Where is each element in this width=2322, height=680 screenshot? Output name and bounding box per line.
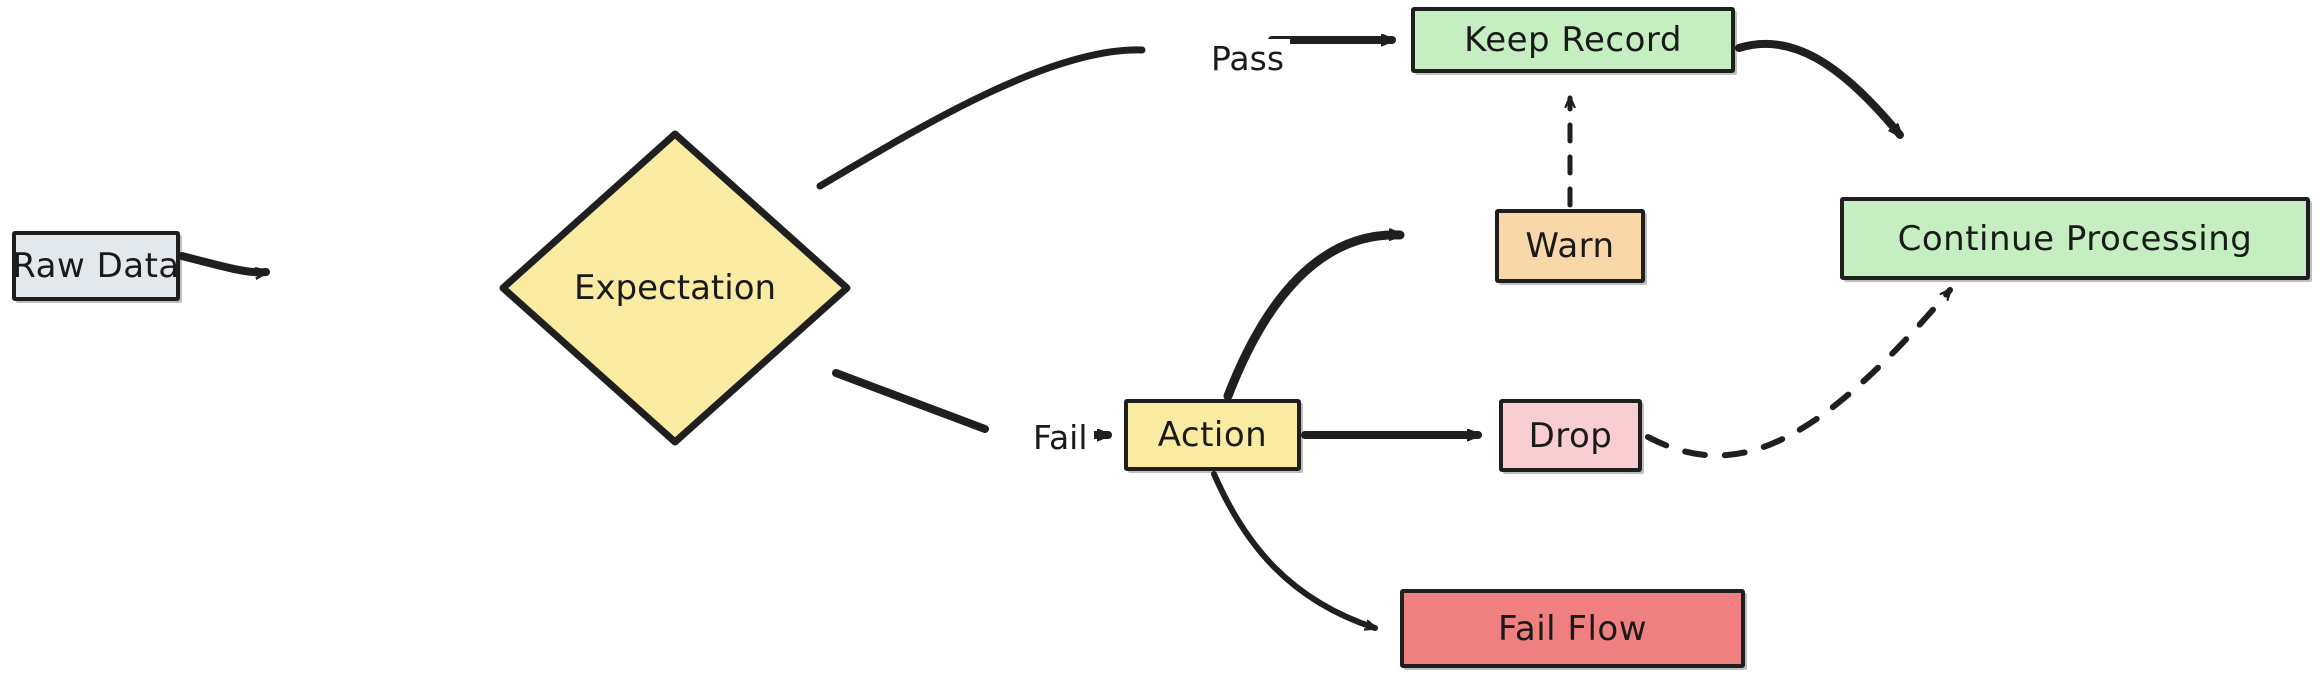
- node-warn[interactable]: Warn: [1495, 209, 1645, 283]
- node-expectation[interactable]: Expectation: [497, 128, 853, 448]
- node-action-label: Action: [1157, 415, 1268, 455]
- node-action[interactable]: Action: [1124, 399, 1301, 471]
- edge-action-to-warn: [1223, 235, 1405, 401]
- node-raw-data-label: Raw Data: [12, 246, 180, 286]
- node-drop[interactable]: Drop: [1499, 399, 1642, 472]
- node-continue-processing-label: Continue Processing: [1897, 218, 2253, 259]
- node-keep-record[interactable]: Keep Record: [1411, 7, 1735, 73]
- node-continue-processing[interactable]: Continue Processing: [1840, 197, 2310, 280]
- node-raw-data[interactable]: Raw Data: [12, 231, 180, 301]
- edge-expectation-to-fail: [832, 369, 989, 433]
- edge-action-to-fail-flow: [1211, 471, 1378, 631]
- edge-drop-to-continue: [1645, 287, 1953, 459]
- edge-raw-data-to-expectation: [178, 252, 270, 272]
- node-drop-label: Drop: [1528, 415, 1613, 456]
- node-fail-flow[interactable]: Fail Flow: [1400, 589, 1745, 668]
- edge-expectation-to-pass: [816, 46, 1146, 190]
- node-warn-label: Warn: [1525, 226, 1615, 266]
- edge-label-fail: Fail: [1027, 418, 1094, 457]
- edge-keep-record-to-continue: [1735, 39, 1904, 139]
- diamond-shape: [499, 130, 851, 446]
- node-keep-record-label: Keep Record: [1464, 20, 1682, 60]
- edge-label-pass: Pass: [1205, 39, 1291, 78]
- node-fail-flow-label: Fail Flow: [1497, 608, 1648, 649]
